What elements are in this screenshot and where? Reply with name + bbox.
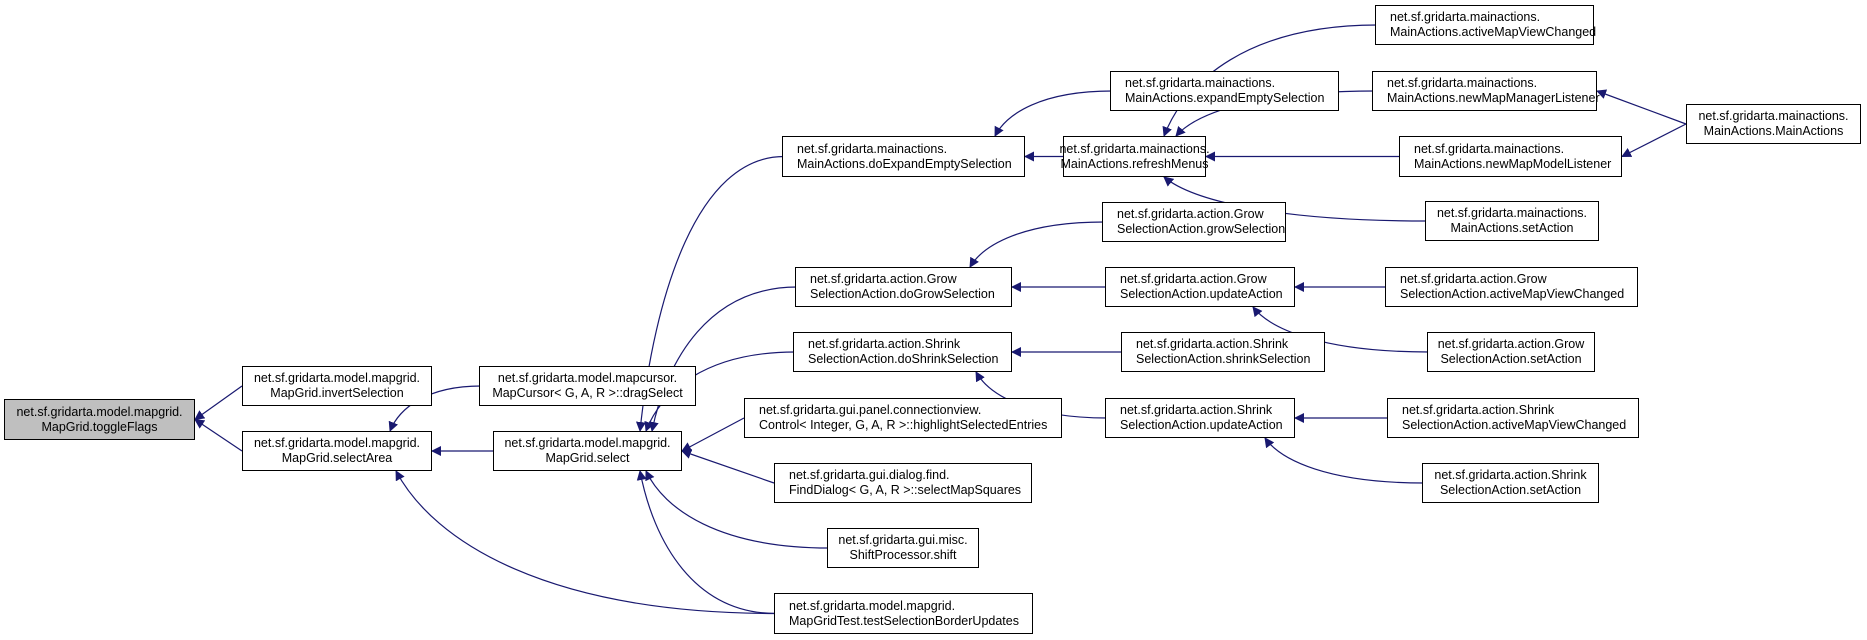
node-package: net.sf.gridarta.mainactions.	[1436, 206, 1588, 220]
node-package: net.sf.gridarta.action.Grow	[1437, 337, 1585, 351]
node-invert-selection[interactable]: net.sf.gridarta.model.mapgrid. MapGrid.i…	[242, 366, 432, 406]
node-package: net.sf.gridarta.model.mapgrid.	[253, 436, 421, 450]
node-shrink-active-map-view-changed[interactable]: net.sf.gridarta.action.Shrink SelectionA…	[1387, 398, 1639, 438]
node-grow-selection[interactable]: net.sf.gridarta.action.Grow SelectionAct…	[1102, 202, 1286, 242]
node-new-map-model-listener[interactable]: net.sf.gridarta.mainactions. MainActions…	[1399, 136, 1622, 177]
edge-invertSelection-to-toggleFlags	[194, 385, 243, 421]
node-package: net.sf.gridarta.action.Grow	[810, 272, 957, 286]
node-method: MapGridTest.testSelectionBorderUpdates	[789, 613, 1019, 628]
node-package: net.sf.gridarta.action.Shrink	[808, 337, 961, 351]
edge-shrinkSetAction-to-shrinkUpdateAction	[1264, 437, 1425, 484]
node-expand-empty-selection[interactable]: net.sf.gridarta.mainactions. MainActions…	[1110, 71, 1339, 111]
node-select[interactable]: net.sf.gridarta.model.mapgrid. MapGrid.s…	[493, 431, 682, 471]
node-package: net.sf.gridarta.mainactions.	[797, 141, 948, 156]
node-package: net.sf.gridarta.model.mapgrid.	[253, 371, 421, 385]
edge-growSelection-to-doGrowSelection	[969, 221, 1105, 268]
node-package: net.sf.gridarta.mainactions.	[1387, 76, 1538, 90]
node-method: SelectionAction.setAction	[1439, 483, 1582, 497]
edge-selectArea-to-toggleFlags	[194, 418, 243, 452]
edge-mainActiveMapViewChanged-to-refreshMenus	[1162, 24, 1378, 137]
node-grow-set-action[interactable]: net.sf.gridarta.action.Grow SelectionAct…	[1427, 332, 1595, 372]
node-method: MapGrid.selectArea	[281, 451, 393, 465]
node-method: MainActions.newMapModelListener	[1414, 156, 1612, 171]
node-method: MainActions.doExpandEmptySelection	[797, 156, 1012, 171]
node-shift-processor-shift[interactable]: net.sf.gridarta.gui.misc. ShiftProcessor…	[827, 528, 979, 568]
node-package: net.sf.gridarta.action.Grow	[1400, 272, 1547, 286]
node-method: SelectionAction.setAction	[1440, 352, 1582, 366]
node-method: SelectionAction.activeMapViewChanged	[1402, 418, 1627, 432]
edge-highlightSelectedEntries-to-select	[681, 417, 745, 452]
node-package: net.sf.gridarta.model.mapgrid.	[789, 598, 956, 613]
node-package: net.sf.gridarta.action.Shrink	[1402, 403, 1555, 417]
node-method: MapGrid.invertSelection	[270, 386, 404, 400]
node-package: net.sf.gridarta.mainactions.	[1414, 141, 1565, 156]
node-do-expand-empty-selection[interactable]: net.sf.gridarta.mainactions. MainActions…	[782, 136, 1025, 177]
node-method: MainActions.activeMapViewChanged	[1390, 25, 1597, 39]
node-drag-select[interactable]: net.sf.gridarta.model.mapcursor. MapCurs…	[479, 366, 696, 406]
node-package: net.sf.gridarta.mainactions.	[1125, 76, 1276, 90]
node-method: SelectionAction.shrinkSelection	[1136, 352, 1311, 366]
node-method: SelectionAction.doGrowSelection	[810, 287, 995, 301]
edge-testSelectionBorderUpdates-to-selectArea	[395, 470, 777, 615]
node-shrink-set-action[interactable]: net.sf.gridarta.action.Shrink SelectionA…	[1422, 463, 1599, 503]
edge-mainActions-to-newMapModelListener	[1621, 123, 1687, 158]
node-shrink-selection[interactable]: net.sf.gridarta.action.Shrink SelectionA…	[1121, 332, 1325, 372]
node-method: SelectionAction.updateAction	[1120, 418, 1283, 432]
node-refresh-menus[interactable]: net.sf.gridarta.mainactions. MainActions…	[1059, 136, 1210, 177]
node-method: MapGrid.select	[545, 451, 630, 465]
node-method: MainActions.setAction	[1450, 221, 1574, 235]
node-package: net.sf.gridarta.gui.misc.	[838, 533, 968, 547]
node-method: ShiftProcessor.shift	[849, 548, 957, 562]
edge-expandEmptySelection-to-doExpandEmptySelection	[994, 90, 1113, 137]
node-package: net.sf.gridarta.model.mapgrid.	[504, 436, 671, 450]
node-package: net.sf.gridarta.mainactions.	[1698, 109, 1849, 123]
node-method: SelectionAction.updateAction	[1120, 287, 1283, 301]
node-method: MainActions.newMapManagerListener	[1387, 91, 1600, 105]
node-method: MainActions.refreshMenus	[1060, 156, 1209, 171]
node-highlight-selected-entries[interactable]: net.sf.gridarta.gui.panel.connectionview…	[744, 398, 1062, 438]
node-package: net.sf.gridarta.action.Shrink	[1120, 403, 1273, 417]
node-package: net.sf.gridarta.model.mapgrid.	[16, 404, 183, 419]
node-method: MapGrid.toggleFlags	[41, 419, 158, 434]
node-main-active-map-view-changed[interactable]: net.sf.gridarta.mainactions. MainActions…	[1375, 5, 1597, 45]
edge-testSelectionBorderUpdates-to-select	[636, 470, 777, 615]
node-method: SelectionAction.activeMapViewChanged	[1400, 287, 1625, 301]
node-main-set-action[interactable]: net.sf.gridarta.mainactions. MainActions…	[1425, 201, 1599, 241]
node-method: Control< Integer, G, A, R >::highlightSe…	[759, 418, 1048, 432]
node-package: net.sf.gridarta.gui.panel.connectionview…	[759, 403, 982, 417]
node-package: net.sf.gridarta.model.mapcursor.	[497, 371, 678, 385]
node-method: SelectionAction.growSelection	[1117, 222, 1286, 236]
node-toggle-flags: net.sf.gridarta.model.mapgrid. MapGrid.t…	[4, 399, 195, 440]
node-package: net.sf.gridarta.action.Shrink	[1136, 337, 1289, 351]
node-package: net.sf.gridarta.action.Grow	[1117, 207, 1264, 221]
node-do-grow-selection[interactable]: net.sf.gridarta.action.Grow SelectionAct…	[795, 267, 1012, 307]
node-method: MainActions.expandEmptySelection	[1125, 91, 1325, 105]
node-grow-update-action[interactable]: net.sf.gridarta.action.Grow SelectionAct…	[1105, 267, 1295, 307]
node-select-area[interactable]: net.sf.gridarta.model.mapgrid. MapGrid.s…	[242, 431, 432, 471]
edge-mainActions-to-newMapManagerListener	[1596, 89, 1687, 125]
node-grow-active-map-view-changed[interactable]: net.sf.gridarta.action.Grow SelectionAct…	[1385, 267, 1638, 307]
node-method: MainActions.MainActions	[1703, 124, 1844, 138]
node-main-actions-constructor[interactable]: net.sf.gridarta.mainactions. MainActions…	[1686, 104, 1861, 144]
node-package: net.sf.gridarta.mainactions.	[1059, 141, 1210, 156]
node-method: FindDialog< G, A, R >::selectMapSquares	[789, 483, 1022, 497]
node-test-selection-border-updates[interactable]: net.sf.gridarta.model.mapgrid. MapGridTe…	[774, 593, 1033, 634]
edge-selectMapSquares-to-select	[681, 449, 775, 484]
node-package: net.sf.gridarta.action.Shrink	[1434, 468, 1587, 482]
node-new-map-manager-listener[interactable]: net.sf.gridarta.mainactions. MainActions…	[1372, 71, 1600, 111]
node-package: net.sf.gridarta.action.Grow	[1120, 272, 1267, 286]
node-method: MapCursor< G, A, R >::dragSelect	[492, 386, 683, 400]
node-do-shrink-selection[interactable]: net.sf.gridarta.action.Shrink SelectionA…	[793, 332, 1012, 372]
node-shrink-update-action[interactable]: net.sf.gridarta.action.Shrink SelectionA…	[1105, 398, 1295, 438]
node-package: net.sf.gridarta.gui.dialog.find.	[789, 468, 950, 482]
node-method: SelectionAction.doShrinkSelection	[808, 352, 999, 366]
node-package: net.sf.gridarta.mainactions.	[1390, 10, 1541, 24]
edge-shift-to-select	[645, 470, 830, 549]
node-select-map-squares[interactable]: net.sf.gridarta.gui.dialog.find. FindDia…	[774, 463, 1032, 503]
